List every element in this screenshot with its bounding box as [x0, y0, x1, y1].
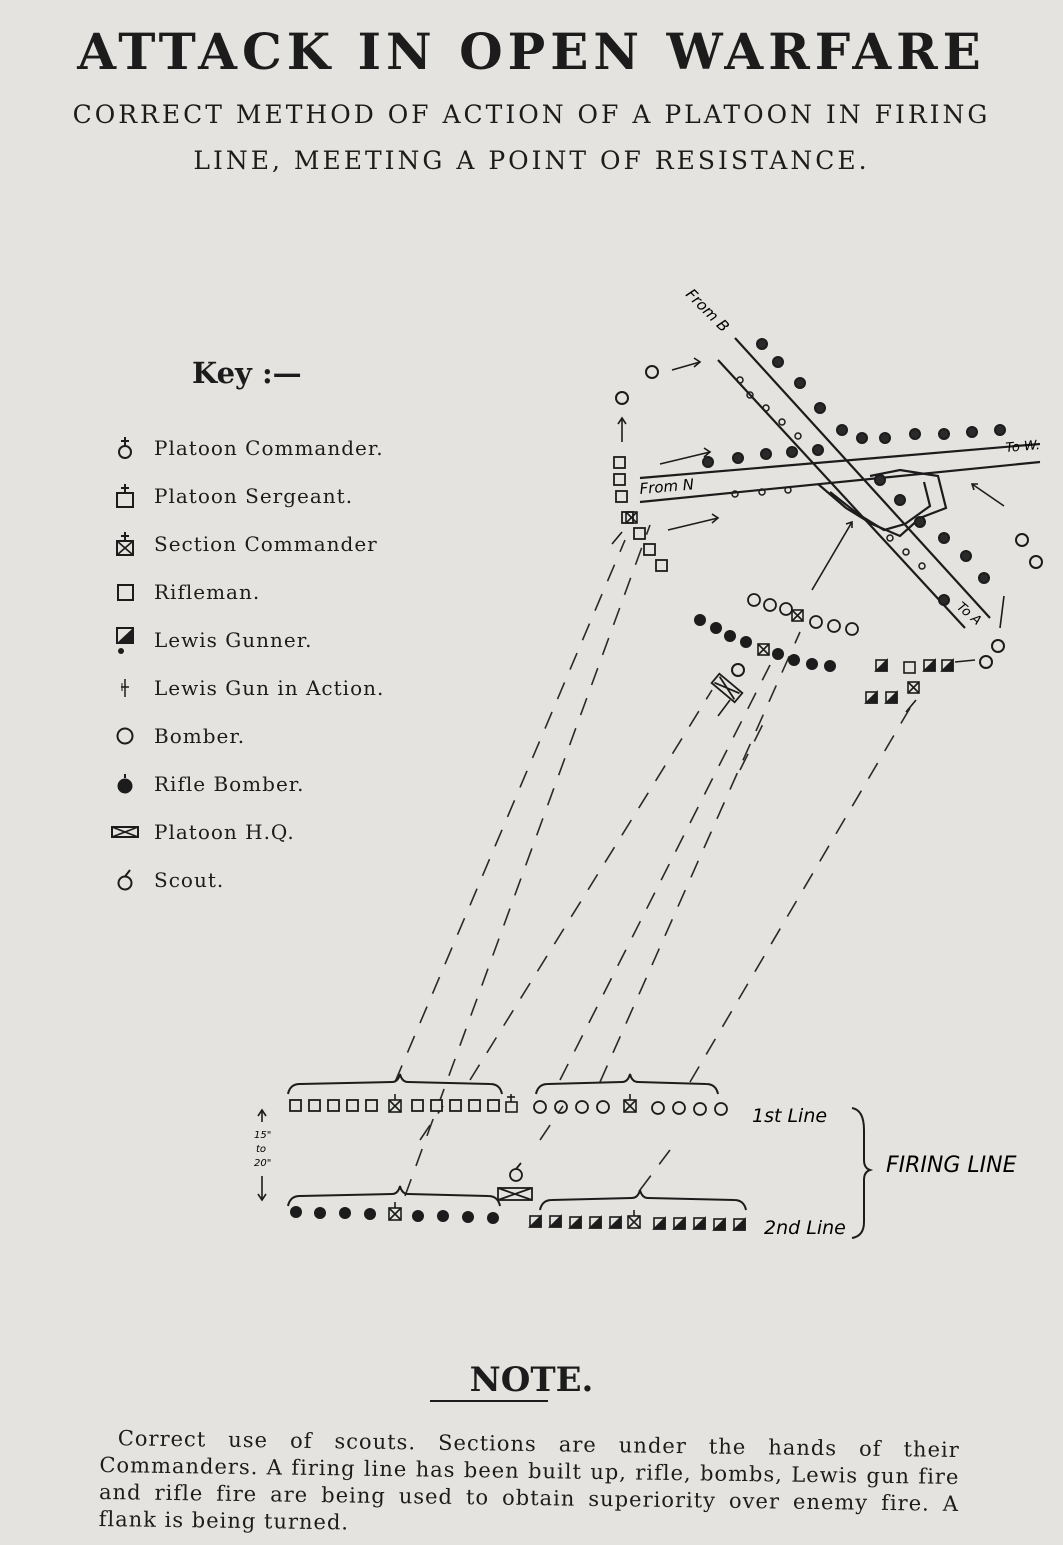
- key-list: Platoon Commander. Platoon Sergeant. Sec…: [108, 424, 384, 904]
- key-item-bomber: Bomber.: [108, 712, 384, 760]
- label-firing-line: FIRING LINE: [886, 1153, 1017, 1178]
- key-item-rifle-bomber: Rifle Bomber.: [108, 760, 384, 808]
- key-item-scout: Scout.: [108, 856, 384, 904]
- lewis-gunner-icon: [108, 625, 142, 655]
- bomber-icon: [108, 721, 142, 751]
- label-from-b: From B: [682, 285, 733, 336]
- page-title: ATTACK IN OPEN WARFARE: [77, 22, 986, 81]
- forward-lewis-gunners: [864, 658, 954, 704]
- forward-scouts: [615, 365, 1043, 677]
- key-label: Bomber.: [154, 724, 246, 748]
- key-item-rifleman: Rifleman.: [108, 568, 384, 616]
- platoon-commander-icon: [108, 433, 142, 463]
- key-item-section-commander: Section Commander: [108, 520, 384, 568]
- forward-section-commanders: [625, 511, 920, 694]
- subtitle-line-1: CORRECT METHOD OF ACTION OF A PLATOON IN…: [72, 100, 991, 129]
- second-line-platoon-hq: [497, 1162, 533, 1201]
- key-heading: Key :—: [192, 356, 302, 390]
- key-label: Lewis Gunner.: [154, 628, 313, 652]
- rifle-bomber-icon: [108, 769, 142, 799]
- firing-line-braces: [287, 1073, 874, 1239]
- distance-marker: [257, 1108, 267, 1202]
- key-item-platoon-commander: Platoon Commander.: [108, 424, 384, 472]
- key-label: Section Commander: [154, 532, 378, 556]
- key-item-lewis-gun-in-action: Lewis Gun in Action.: [108, 664, 384, 712]
- key-label: Scout.: [154, 868, 225, 892]
- rifleman-icon: [108, 577, 142, 607]
- lewis-gun-in-action-icon: [108, 673, 142, 703]
- forward-platoon-hq: [710, 672, 744, 704]
- label-distance-from: 15": [254, 1130, 271, 1141]
- first-line-commanders: [388, 1094, 637, 1113]
- second-line-rifle-bombers: [290, 1206, 499, 1224]
- key-item-platoon-hq: Platoon H.Q.: [108, 808, 384, 856]
- first-line-riflemen: [289, 1099, 500, 1112]
- note-text: Correct use of scouts. Sections are unde…: [98, 1426, 960, 1535]
- key-label: Rifleman.: [154, 580, 261, 604]
- subtitle-line-2: LINE, MEETING A POINT OF RESISTANCE.: [193, 146, 870, 175]
- key-label: Rifle Bomber.: [154, 772, 305, 796]
- key-item-platoon-sergeant: Platoon Sergeant.: [108, 472, 384, 520]
- roads: [639, 337, 1041, 629]
- second-line-lewis-gunners: [528, 1214, 746, 1231]
- forward-bombers: [747, 593, 859, 636]
- second-line-section-commanders: [388, 1202, 641, 1229]
- label-first-line: 1st Line: [752, 1105, 827, 1127]
- label-to-a: To A: [953, 600, 984, 629]
- enemy-positions: [702, 338, 1006, 606]
- label-second-line: 2nd Line: [764, 1217, 846, 1239]
- first-line-bombers: [533, 1100, 728, 1116]
- label-distance-to: to: [256, 1144, 266, 1155]
- key-label: Platoon Sergeant.: [154, 484, 354, 508]
- forward-riflemen: [613, 456, 668, 572]
- label-from-n: From N: [639, 475, 695, 498]
- scout-icon: [108, 865, 142, 895]
- note-underline: [430, 1400, 548, 1402]
- movement-arrows: [611, 357, 1005, 717]
- enemy-sentries: [731, 376, 926, 570]
- key-label: Platoon H.Q.: [154, 820, 295, 844]
- section-commander-icon: [108, 529, 142, 559]
- platoon-hq-icon: [108, 817, 142, 847]
- note-heading: NOTE.: [469, 1360, 594, 1400]
- key-label: Platoon Commander.: [154, 436, 384, 460]
- key-label: Lewis Gun in Action.: [154, 676, 385, 700]
- platoon-sergeant-icon: [108, 481, 142, 511]
- fire-lines: [394, 524, 911, 1197]
- forward-rifle-bombers: [694, 614, 836, 672]
- key-item-lewis-gunner: Lewis Gunner.: [108, 616, 384, 664]
- label-to-w: To W.: [1005, 438, 1041, 456]
- label-distance-upto: 20": [254, 1158, 271, 1169]
- page-subtitle: CORRECT METHOD OF ACTION OF A PLATOON IN…: [0, 92, 1063, 184]
